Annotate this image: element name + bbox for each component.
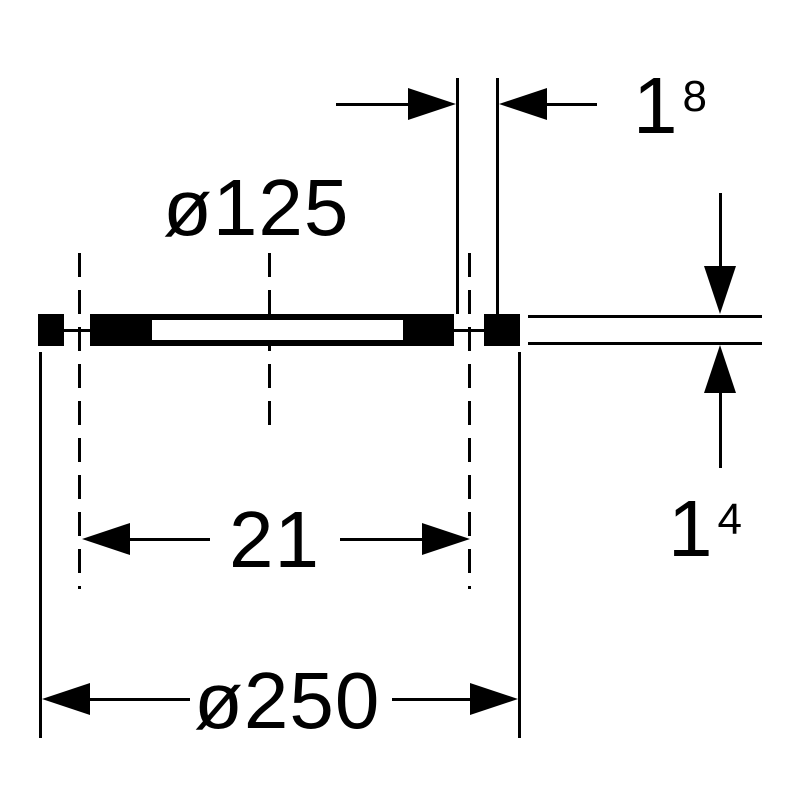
dim-1-8-tail-left [336, 103, 408, 106]
arrowhead-right-icon [422, 523, 470, 555]
dim-250-tail-right [392, 698, 470, 701]
dim-1-8-tail-right [547, 103, 597, 106]
dim-label-thickness-sup: 4 [717, 495, 742, 544]
dim-label-top-width: 18 [633, 66, 707, 146]
arrowhead-left-icon [42, 683, 90, 715]
centerline-right [468, 253, 471, 589]
dim-label-thickness-main: 1 [668, 484, 714, 573]
section-bar-left-solid [90, 314, 152, 346]
sheet-line-top [528, 315, 762, 318]
dim-label-inner-diameter: ø125 [163, 163, 350, 252]
extension-line-bottom-right [518, 352, 521, 738]
arrowhead-right-icon [470, 683, 518, 715]
extension-line-top-right [496, 78, 499, 314]
section-left-block [38, 314, 64, 346]
arrowhead-left-icon [499, 88, 547, 120]
dim-label-thickness: 14 [668, 489, 742, 569]
dim-thickness-tail-bottom [719, 393, 722, 468]
section-right-block [484, 314, 520, 346]
dim-21-tail-left [130, 538, 210, 541]
sheet-line-bottom [528, 342, 762, 345]
section-bar-hollow [152, 314, 403, 346]
dim-label-outer-diameter: ø250 [194, 656, 381, 745]
arrowhead-right-icon [408, 88, 456, 120]
arrowhead-down-icon [704, 266, 736, 314]
dim-label-top-width-main: 1 [633, 61, 679, 150]
arrowhead-left-icon [82, 523, 130, 555]
centerline-left [78, 253, 81, 589]
dim-250-tail-left [90, 698, 190, 701]
arrowhead-up-icon [704, 345, 736, 393]
extension-line-top-left [456, 78, 459, 314]
dim-label-center-width: 21 [229, 495, 320, 584]
extension-line-bottom-left [39, 352, 42, 738]
center-mark-left [60, 329, 96, 332]
section-bar-right-solid [403, 314, 454, 346]
dim-21-tail-right [340, 538, 422, 541]
dim-thickness-tail-top [719, 193, 722, 266]
center-mark-right [446, 329, 490, 332]
dim-label-top-width-sup: 8 [682, 72, 707, 121]
